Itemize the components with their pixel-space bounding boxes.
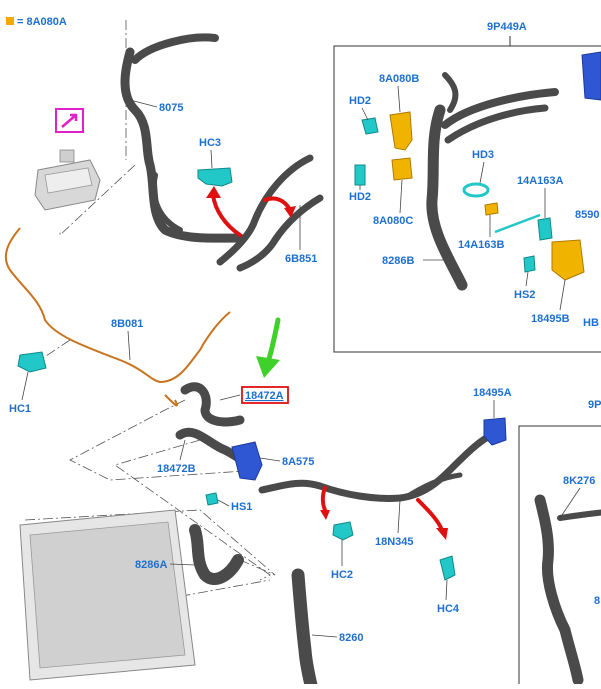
label-hc1: HC1 — [9, 403, 31, 415]
clip-14a163a-icon — [537, 217, 553, 241]
label-hd2-a: HD2 — [349, 95, 371, 107]
degas-bottle-icon — [34, 149, 101, 211]
label-hd3: HD3 — [472, 149, 494, 161]
detail-box-9p449a — [333, 45, 601, 353]
valve-8a080c-icon — [391, 157, 413, 181]
label-18472b: 18472B — [157, 463, 196, 475]
label-hc3: HC3 — [199, 137, 221, 149]
highlight-box-18472a — [241, 386, 289, 404]
pump-18495a-icon — [483, 417, 507, 446]
hose-6b851 — [216, 154, 314, 266]
tool-icon — [55, 108, 84, 133]
label-8286a: 8286A — [135, 559, 167, 571]
label-14a163b: 14A163B — [458, 239, 505, 251]
hose-18472a — [180, 382, 245, 427]
hd3-clamp-icon — [462, 182, 490, 198]
green-arrow-icon — [256, 317, 281, 378]
hose-8286a — [189, 524, 244, 585]
label-8286b: 8286B — [382, 255, 414, 267]
hs2-clip-icon — [523, 255, 536, 273]
label-8k276: 8K276 — [563, 475, 595, 487]
hc3-clamp-icon — [197, 167, 233, 187]
arrow-icon — [211, 193, 444, 532]
hc1-clamp-icon — [17, 351, 47, 373]
legend-square-icon — [6, 17, 14, 25]
label-hs1: HS1 — [231, 501, 252, 513]
label-9p449a: 9P449A — [487, 21, 527, 33]
legend-text: = 8A080A — [17, 16, 67, 28]
label-hb: HB — [583, 317, 599, 329]
pump-18495b-icon — [551, 239, 585, 281]
tube-8b081 — [4, 227, 231, 384]
radiator-icon — [19, 509, 196, 681]
label-14a163a: 14A163A — [517, 175, 564, 187]
label-8a080c: 8A080C — [373, 215, 413, 227]
label-18495a: 18495A — [473, 387, 512, 399]
label-8075: 8075 — [159, 102, 183, 114]
hose-8260 — [291, 568, 319, 689]
label-8-cut: 8 — [594, 595, 600, 607]
hose-8075 — [120, 47, 245, 243]
hs1-clip-icon — [205, 492, 219, 506]
hd2-clip-b-icon — [354, 164, 366, 186]
label-18n345: 18N345 — [375, 536, 414, 548]
hc2-clamp-icon — [332, 521, 354, 541]
hd2-clip-icon — [361, 117, 379, 135]
label-18495b: 18495B — [531, 313, 570, 325]
label-hc4: HC4 — [437, 603, 460, 615]
label-8a080b: 8A080B — [379, 73, 419, 85]
label-18472a: 18472A — [245, 390, 284, 402]
label-8b081: 8B081 — [111, 318, 143, 330]
hc4-clamp-icon — [439, 555, 456, 581]
label-hd2-b: HD2 — [349, 191, 371, 203]
valve-8a080b-icon — [389, 111, 413, 151]
label-8260: 8260 — [339, 632, 363, 644]
label-6b851: 6B851 — [285, 253, 317, 265]
valve-8a575-icon — [231, 441, 263, 481]
label-hc2: HC2 — [331, 569, 353, 581]
label-9p: 9P — [588, 399, 601, 411]
bracket-14a163b-icon — [484, 202, 499, 216]
hose-18n345 — [258, 431, 496, 502]
detail-box-9p — [518, 425, 601, 689]
part-blue-top-icon — [581, 51, 601, 101]
hose-8k276 — [534, 494, 584, 686]
label-8590: 8590 — [575, 209, 599, 221]
label-hs2: HS2 — [514, 289, 535, 301]
hose-8286b — [426, 104, 468, 291]
label-8a575: 8A575 — [282, 456, 314, 468]
